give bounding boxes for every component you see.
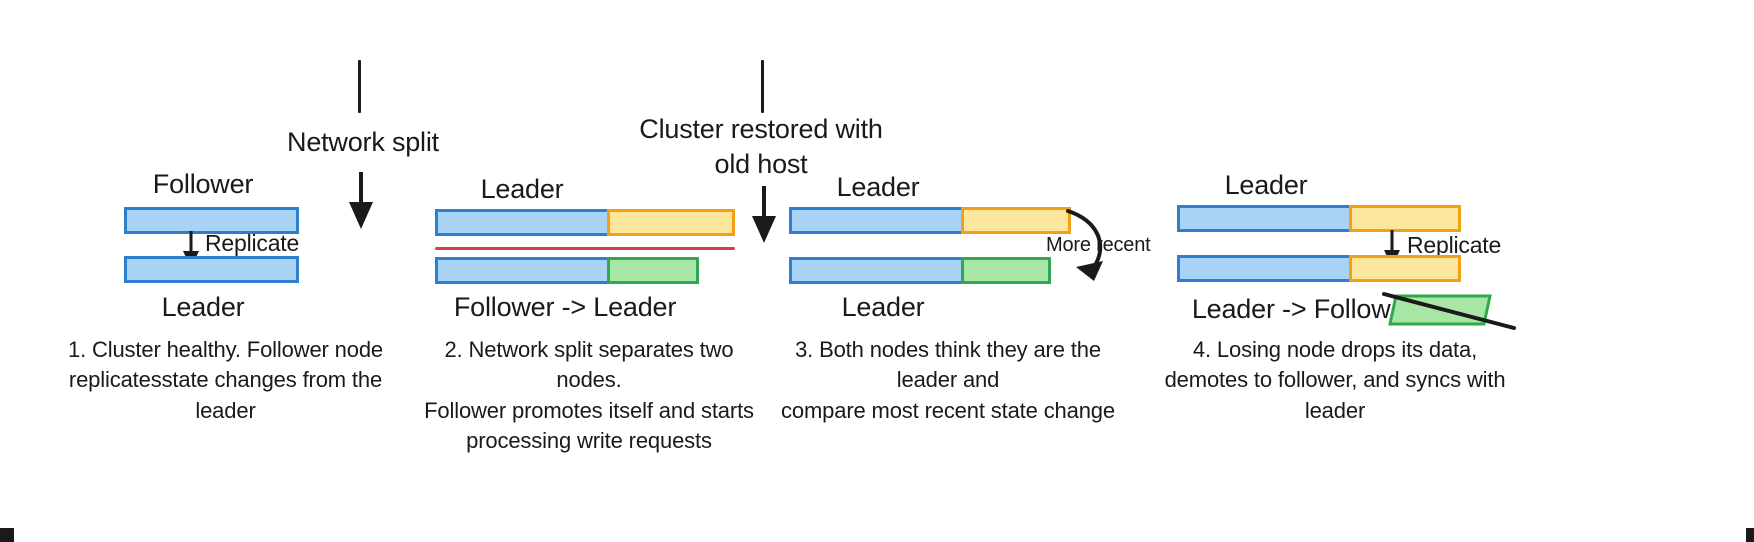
panel-3-top-bar <box>789 207 1071 234</box>
panel-2-top-segment-blue <box>435 209 610 236</box>
panel-1-top-label: Follower <box>152 169 254 199</box>
panel-4-bottom-bar <box>1177 255 1461 282</box>
bottom-left-corner-mark <box>0 528 14 542</box>
panel-4-top-segment-yellow <box>1349 205 1461 232</box>
panel-1-replicate-label: Replicate <box>205 230 300 256</box>
panel-4-replicate-label: Replicate <box>1407 232 1502 258</box>
panel-4-caption: 4. Losing node drops its data, demotes t… <box>1164 337 1506 423</box>
panel-1-bottom-label: Leader <box>161 292 245 322</box>
panel-3-bottom-segment-blue <box>789 257 964 284</box>
panel-4-bottom-label: Leader -> Follower <box>1191 294 1415 324</box>
panel-3-bottom-label: Leader <box>841 292 925 322</box>
panel-3-top-label: Leader <box>836 172 920 202</box>
panel-3-top-segment-yellow <box>961 207 1071 234</box>
bottom-right-corner-mark <box>1746 528 1754 542</box>
panel-1-top-segment-blue <box>124 207 299 234</box>
panel-2-top-bar <box>435 209 735 236</box>
separator-line-cluster-restored <box>761 60 764 113</box>
panel-2-bottom-label: Follower -> Leader <box>453 292 677 322</box>
panel-2-top-segment-yellow <box>607 209 735 236</box>
panel-3-top-segment-blue <box>789 207 964 234</box>
separator-line-network-split <box>358 60 361 113</box>
network-split-down-arrow <box>341 172 381 230</box>
panel-4-top-segment-blue <box>1177 205 1352 232</box>
panel-4-discard-strike-line <box>1380 288 1520 334</box>
panel-2-bottom-bar <box>435 257 699 284</box>
panel-1-caption: 1. Cluster healthy. Follower node replic… <box>67 337 384 423</box>
panel-2-caption: 2. Network split separates two nodes. Fo… <box>424 337 754 454</box>
panel-3-more-recent-label: More recent <box>1046 234 1151 256</box>
panel-1-top-bar <box>124 207 299 234</box>
panel-4-bottom-segment-yellow <box>1349 255 1461 282</box>
panel-2-bottom-segment-blue <box>435 257 610 284</box>
panel-1-bottom-bar <box>124 256 299 283</box>
panel-3-bottom-segment-green <box>961 257 1051 284</box>
panel-1-bottom-segment-blue <box>124 256 299 283</box>
panel-3-more-recent-arrow <box>1050 205 1160 290</box>
panel-4-bottom-segment-blue <box>1177 255 1352 282</box>
transition-label-cluster-restored: Cluster restored with old host <box>639 114 883 179</box>
panel-2-bottom-segment-green <box>607 257 699 284</box>
panel-2-top-label: Leader <box>480 174 564 204</box>
cluster-restored-down-arrow <box>744 186 784 244</box>
panel-3-bottom-bar <box>789 257 1051 284</box>
transition-label-network-split: Network split <box>287 127 439 157</box>
panel-4-top-label: Leader <box>1224 170 1308 200</box>
panel-4-top-bar <box>1177 205 1461 232</box>
panel-3-caption: 3. Both nodes think they are the leader … <box>781 337 1115 423</box>
panel-2-network-split-line <box>435 247 735 250</box>
